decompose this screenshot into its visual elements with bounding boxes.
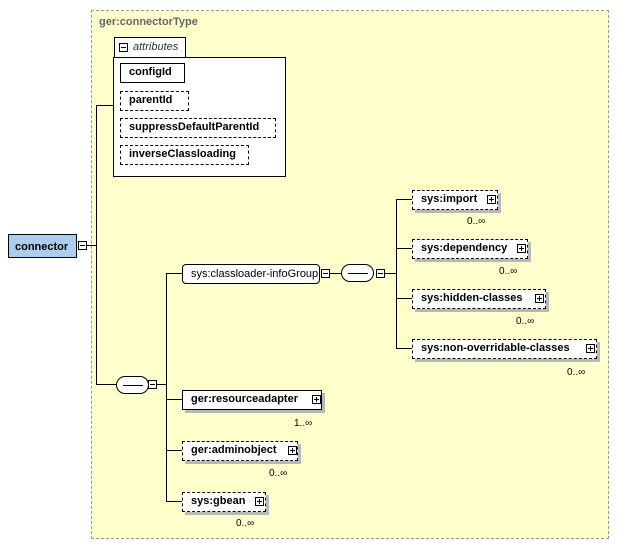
branch-to-group [166, 273, 182, 274]
sequence-link-line [96, 384, 116, 385]
inner-sequence-collapse-icon[interactable] [376, 269, 385, 278]
sys-import-element[interactable]: sys:import [412, 190, 498, 210]
type-title: ger:connectorType [99, 16, 198, 28]
sys-import-expand-icon[interactable] [487, 195, 496, 204]
inner-branch-line [385, 273, 397, 274]
sequence-collapse-icon[interactable] [148, 380, 157, 389]
sys-dependency-expand-icon[interactable] [517, 244, 526, 253]
ger-adminobject-cardinality: 0..∞ [269, 468, 288, 479]
group-link-line [330, 273, 341, 274]
sys-import-cardinality: 0..∞ [467, 216, 486, 227]
ger-adminobject-expand-icon[interactable] [288, 446, 297, 455]
connector-element[interactable]: connector [8, 234, 77, 258]
sys-hidden-classes-expand-icon[interactable] [535, 294, 544, 303]
ger-resourceadapter-expand-icon[interactable] [312, 395, 321, 404]
trunk-line [96, 105, 97, 385]
attributes-tab-label: attributes [133, 41, 179, 53]
sys-gbean-cardinality: 0..∞ [236, 518, 255, 529]
sys-non-overridable-classes-element[interactable]: sys:non-overridable-classes [412, 339, 597, 359]
branch-to-adminobject [166, 450, 182, 451]
inner-sequence-icon [348, 273, 368, 274]
attr-configid[interactable]: configId [120, 63, 185, 83]
sys-dependency-element[interactable]: sys:dependency [412, 239, 528, 259]
ger-resourceadapter-element[interactable]: ger:resourceadapter [182, 390, 322, 410]
branch-to-resourceadapter [166, 399, 182, 400]
to-non-overridable [396, 348, 412, 349]
group-collapse-icon[interactable] [321, 269, 330, 278]
sys-gbean-expand-icon[interactable] [255, 497, 264, 506]
to-import [396, 199, 412, 200]
sys-non-overridable-expand-icon[interactable] [586, 344, 595, 353]
sys-hidden-classes-element[interactable]: sys:hidden-classes [412, 289, 546, 309]
branch-to-gbean [166, 501, 182, 502]
attributes-tab[interactable]: attributes [114, 37, 186, 58]
ger-resourceadapter-cardinality: 1..∞ [294, 418, 313, 429]
ger-adminobject-element[interactable]: ger:adminobject [182, 441, 298, 461]
to-dependency [396, 248, 412, 249]
sys-non-overridable-cardinality: 0..∞ [567, 367, 586, 378]
sys-gbean-element[interactable]: sys:gbean [182, 492, 266, 512]
attr-parentid[interactable]: parentId [120, 91, 189, 111]
collapse-icon[interactable] [119, 43, 128, 52]
branch-vertical-line [166, 273, 167, 502]
sys-hidden-classes-cardinality: 0..∞ [516, 316, 535, 327]
classloader-group[interactable]: sys:classloader-infoGroup [182, 264, 320, 284]
sys-dependency-cardinality: 0..∞ [499, 266, 518, 277]
branch-line [157, 384, 167, 385]
inner-branch-vertical [396, 199, 397, 349]
attr-inverseclassloading[interactable]: inverseClassloading [120, 145, 249, 165]
to-hidden-classes [396, 298, 412, 299]
sequence-icon [123, 385, 143, 386]
connector-line [87, 245, 97, 246]
connector-collapse-icon[interactable] [78, 241, 87, 250]
attr-suppressdefaultparentid[interactable]: suppressDefaultParentId [120, 118, 276, 138]
sequence-compositor[interactable] [116, 376, 149, 394]
inner-sequence-compositor[interactable] [341, 264, 374, 282]
attributes-link-line [96, 105, 113, 106]
